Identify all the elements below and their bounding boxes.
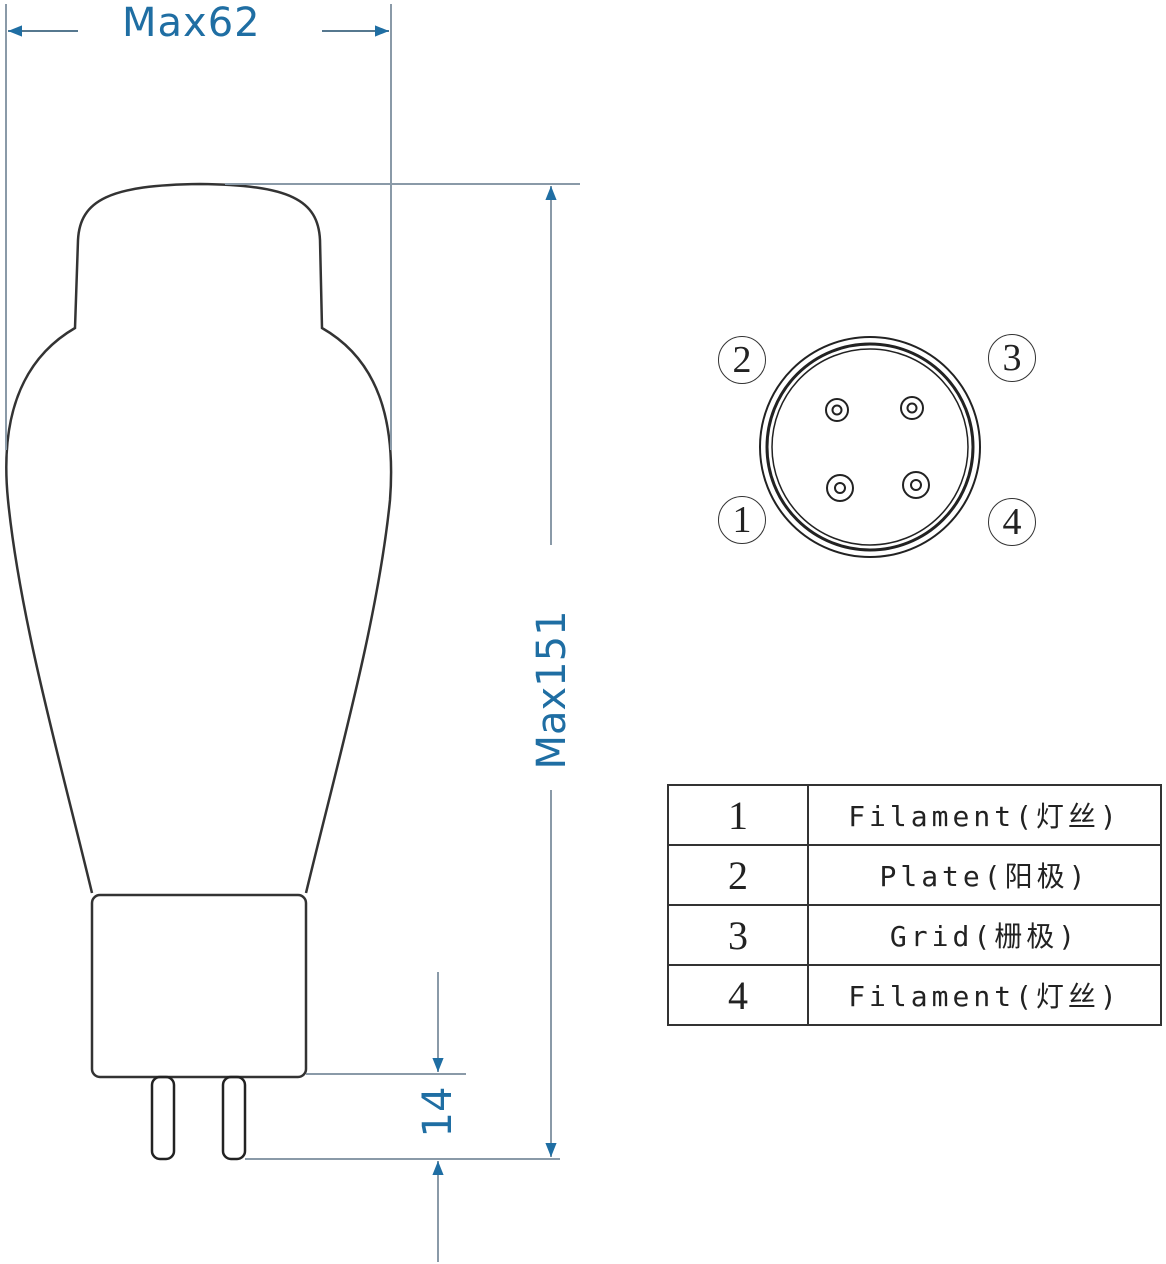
base-view: [759, 336, 981, 558]
pin-function: Grid(栅极): [807, 904, 1162, 966]
table-row: 1 Filament(灯丝): [667, 784, 1162, 846]
tube-pin-right: [221, 1075, 247, 1161]
pin-length-label: 14: [415, 1086, 461, 1138]
pin-number: 3: [667, 904, 809, 966]
pin-table: 1 Filament(灯丝) 2 Plate(阳极) 3 Grid(栅极) 4 …: [667, 784, 1162, 1026]
pin-callout-3: 3: [988, 334, 1036, 382]
table-row: 4 Filament(灯丝): [667, 964, 1162, 1026]
pin-number: 4: [667, 964, 809, 1026]
tube-base: [90, 893, 308, 1079]
pin-function: Plate(阳极): [807, 844, 1162, 906]
pin-callout-2: 2: [718, 336, 766, 384]
pin-number: 2: [667, 844, 809, 906]
width-label: Max62: [122, 0, 261, 46]
table-row: 2 Plate(阳极): [667, 844, 1162, 906]
width-dimension: [5, 4, 392, 450]
height-label: Max151: [529, 610, 575, 770]
table-row: 3 Grid(栅极): [667, 904, 1162, 966]
tube-envelope: [5, 182, 393, 894]
pin-callout-1: 1: [718, 496, 766, 544]
pin-length-dimension: [306, 972, 466, 1262]
tube-pin-left: [150, 1075, 176, 1161]
pin-number: 1: [667, 784, 809, 846]
pin-function: Filament(灯丝): [807, 964, 1162, 1026]
pin-hole: [825, 396, 930, 502]
height-dimension: [225, 183, 580, 1160]
pin-function: Filament(灯丝): [807, 784, 1162, 846]
pin-callout-4: 4: [988, 498, 1036, 546]
